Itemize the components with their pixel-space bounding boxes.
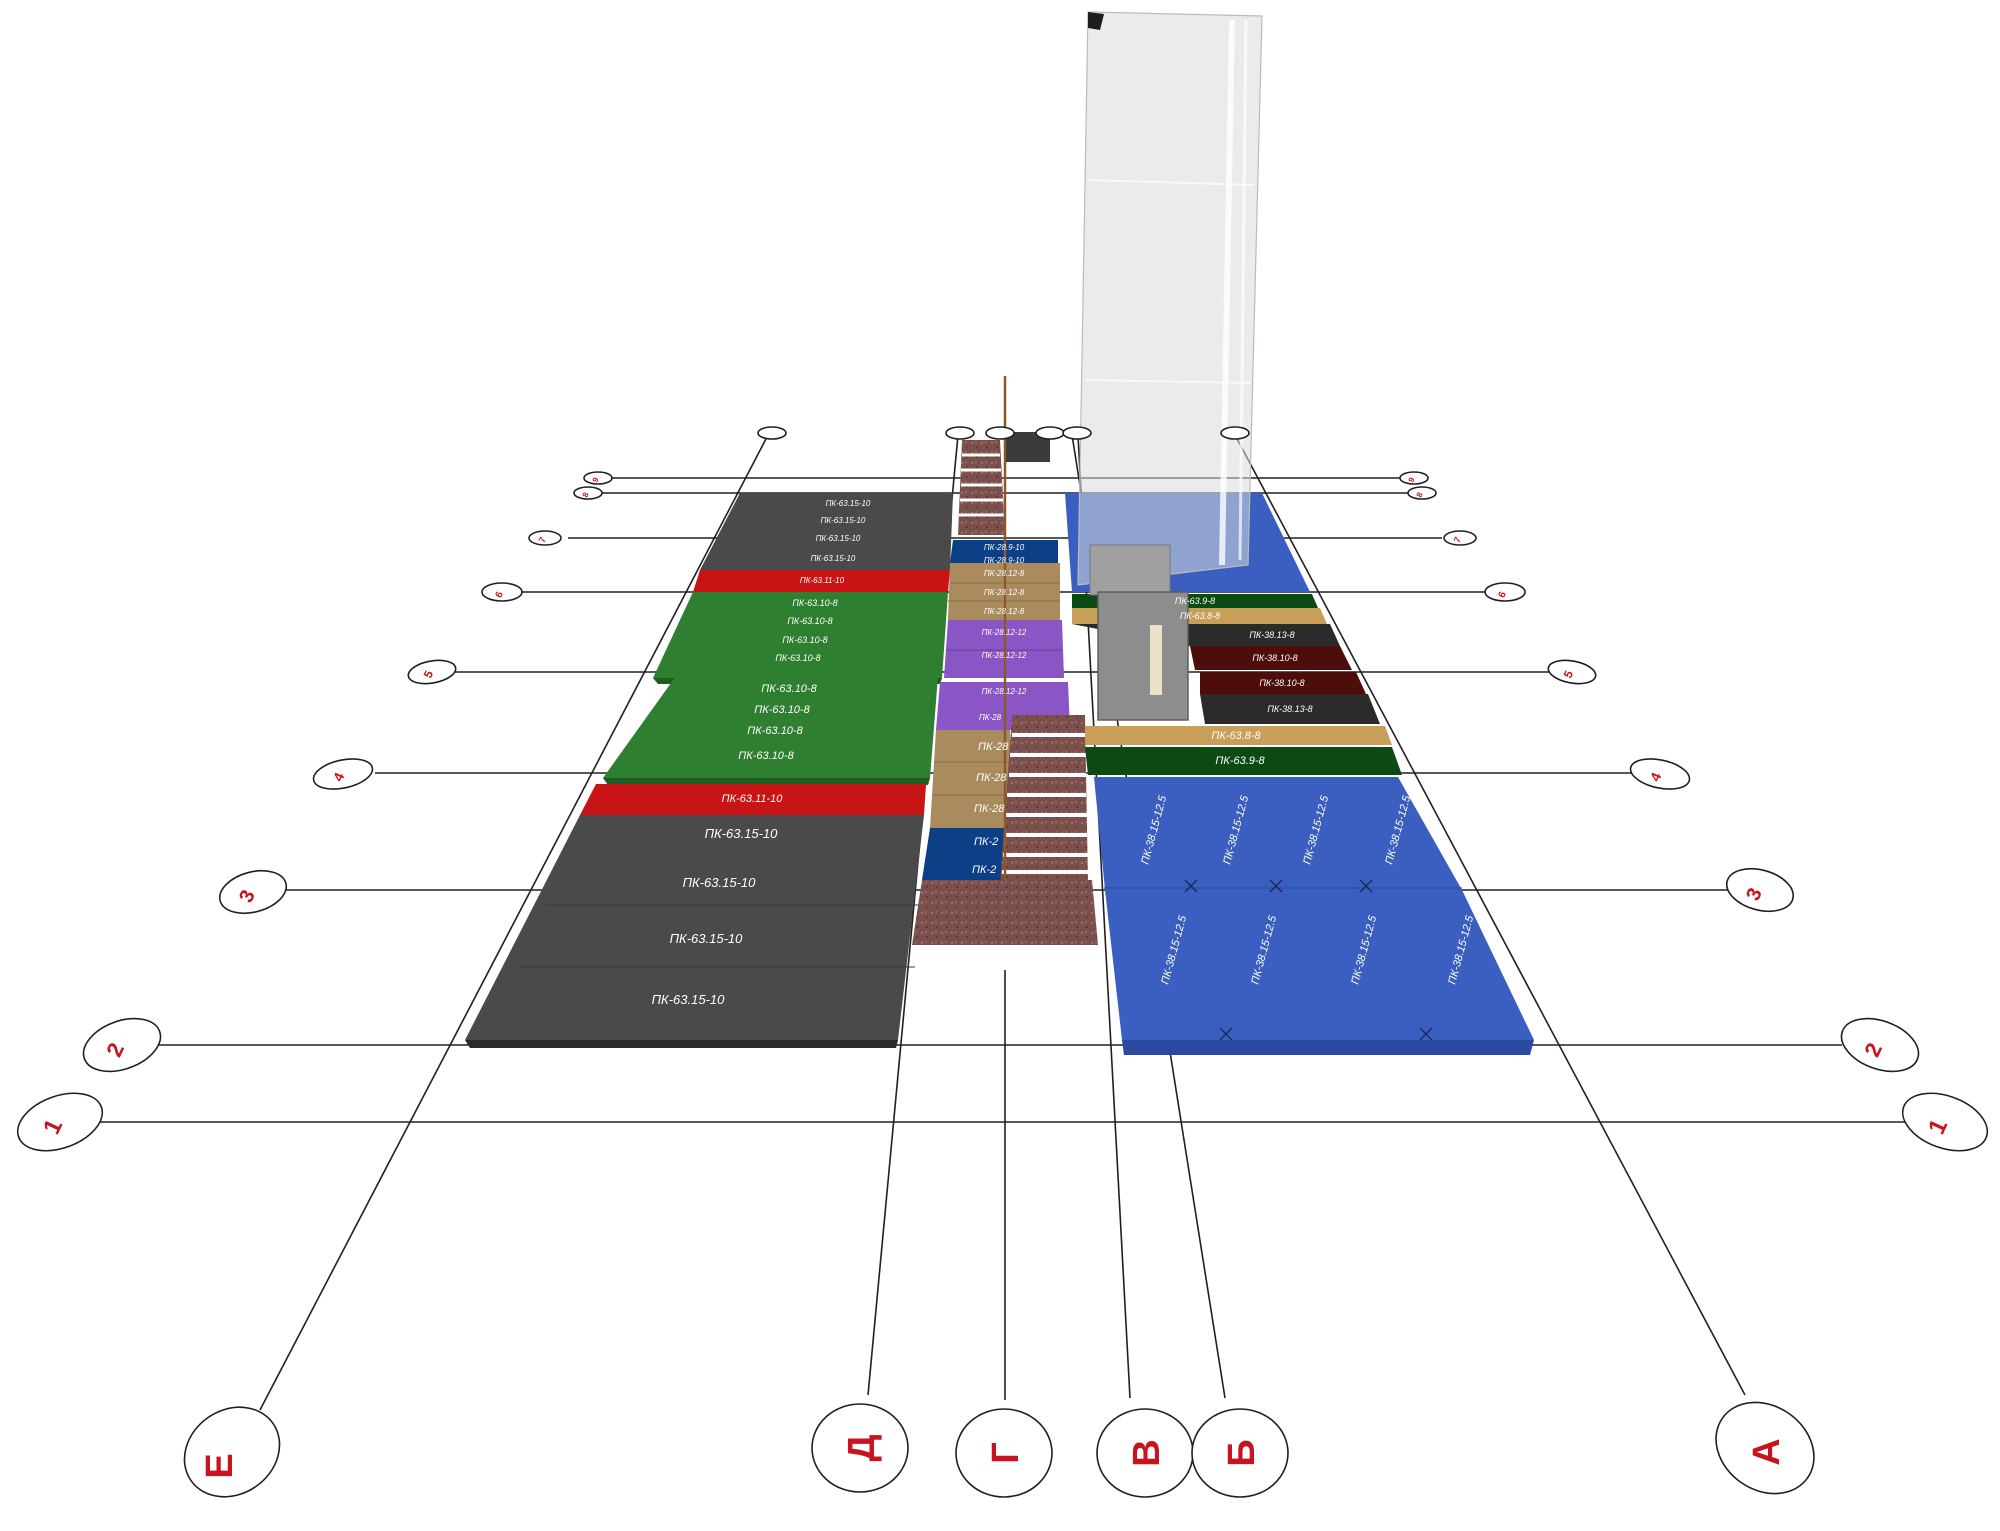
slab-label: ПК-63.10-8 <box>747 725 803 737</box>
svg-text:Е: Е <box>199 1453 241 1478</box>
slab-label: ПК-63.15-10 <box>652 992 726 1007</box>
slab-label: ПК-63.15-10 <box>705 826 779 841</box>
svg-text:В: В <box>1126 1439 1168 1466</box>
slab-label: ПК-28.12-12 <box>982 628 1027 637</box>
svg-text:8: 8 <box>581 491 591 499</box>
slab-label: ПК-63.15-10 <box>821 516 866 525</box>
slab-label: ПК-63.15-10 <box>683 875 757 890</box>
axis-marker-2-right: 2 <box>1840 1017 1920 1073</box>
elevator-cabin-top <box>1089 544 1171 596</box>
axis-marker-A: А <box>1715 1401 1815 1495</box>
slab-label: ПК-63.15-10 <box>816 534 861 543</box>
slab-label: ПК-28.12-8 <box>984 588 1025 597</box>
elevator-shaft <box>1077 11 1263 721</box>
slab-label: ПК-28 <box>976 772 1007 784</box>
slab-label: ПК-63.11-10 <box>722 793 784 805</box>
slab-label: ПК-28 <box>978 741 1009 753</box>
axis-marker-6-right: 6 <box>1484 582 1526 602</box>
left-slab-block <box>465 493 953 1048</box>
svg-text:7: 7 <box>1452 535 1463 544</box>
right-slab-block <box>1065 493 1534 1055</box>
slab-label: ПК-28 <box>979 713 1002 722</box>
slab-label: ПК-63.8-8 <box>1211 730 1261 742</box>
slab-label: ПК-2 <box>974 836 998 848</box>
slab-label: ПК-28.9-10 <box>984 556 1025 565</box>
slab-label: ПК-28.12-12 <box>982 687 1027 696</box>
slab-label: ПК-63.10-8 <box>792 598 837 608</box>
slab-left-bottom-gray <box>465 815 924 1040</box>
axis-marker-2-left: 2 <box>82 1017 162 1073</box>
svg-text:Д: Д <box>841 1434 883 1461</box>
axis-marker-D: Д <box>811 1403 909 1493</box>
middle-slab-block <box>912 376 1098 945</box>
axis-marker-7-left: 7 <box>528 530 562 546</box>
svg-text:9: 9 <box>1407 476 1417 484</box>
svg-text:6: 6 <box>494 590 507 600</box>
axis-marker-9-right: 9 <box>1399 471 1429 485</box>
stair-flight-upper <box>958 440 1005 535</box>
slab-right-blue-lower <box>1105 890 1534 1040</box>
axis-marker-7-right: 7 <box>1443 530 1477 546</box>
axis-marker-5-left: 5 <box>407 659 457 685</box>
slab-label: ПК-63.10-8 <box>782 635 827 645</box>
axis-marker-8-right: 8 <box>1407 486 1437 500</box>
axis-marker-1-right: 1 <box>1901 1092 1989 1152</box>
axis-marker-8-left: 8 <box>573 486 603 500</box>
slab-right-blue-upper <box>1094 777 1462 890</box>
axis-marker-V: В <box>1096 1408 1194 1498</box>
slab-label: ПК-28.12-8 <box>984 569 1025 578</box>
axis-marker-3-left: 3 <box>218 869 288 915</box>
axis-markers: Е Д Г В Б А 1 <box>16 426 1989 1498</box>
slab-label: ПК-28.9-10 <box>984 543 1025 552</box>
slab-label: ПК-63.9-8 <box>1175 596 1215 606</box>
axis-line-E <box>259 434 769 1411</box>
svg-text:Г: Г <box>985 1442 1027 1464</box>
axis-marker-E: Е <box>183 1406 281 1498</box>
axis-marker-1-left: 1 <box>16 1092 104 1152</box>
stair-landing <box>912 880 1098 945</box>
slab-label: ПК-63.8-8 <box>1180 611 1220 621</box>
svg-text:6: 6 <box>1497 590 1510 600</box>
slab-label: ПК-28.12-8 <box>984 607 1025 616</box>
axis-marker-5-right: 5 <box>1547 659 1597 685</box>
slab-label: ПК-63.10-8 <box>738 750 794 762</box>
slab-left-top-gray <box>700 493 953 570</box>
slab-label: ПК-38.13-8 <box>1267 704 1312 714</box>
axis-marker-G: Г <box>955 1408 1053 1498</box>
svg-text:8: 8 <box>1415 491 1425 499</box>
svg-text:А: А <box>1746 1438 1788 1465</box>
svg-text:Б: Б <box>1221 1439 1263 1466</box>
slab-label: ПК-63.9-8 <box>1215 755 1265 767</box>
slab-label: ПК-63.10-8 <box>754 704 810 716</box>
axis-marker-4-left: 4 <box>312 758 374 790</box>
axis-marker-6-left: 6 <box>481 582 523 602</box>
slab-left-red-upper <box>693 570 950 592</box>
slab-label: ПК-28.12-12 <box>982 651 1027 660</box>
slab-label: ПК-63.15-10 <box>670 931 744 946</box>
slab-label: ПК-63.15-10 <box>811 554 856 563</box>
slab-label: ПК-63.15-10 <box>826 499 871 508</box>
slab-label: ПК-2 <box>972 864 996 876</box>
slab-label: ПК-38.13-8 <box>1249 630 1294 640</box>
slab-left-red-lower <box>580 784 926 815</box>
slab-label: ПК-63.10-8 <box>775 653 820 663</box>
axis-marker-3-right: 3 <box>1725 867 1795 913</box>
slab-label: ПК-63.11-10 <box>800 576 845 585</box>
slab-label: ПК-38.10-8 <box>1252 653 1297 663</box>
axis-marker-B: Б <box>1191 1408 1289 1498</box>
stair-flight-lower <box>1000 715 1088 885</box>
svg-text:7: 7 <box>537 535 548 544</box>
axis-marker-9-left: 9 <box>583 471 613 485</box>
slab-label: ПК-28 <box>974 803 1005 815</box>
slab-label: ПК-38.10-8 <box>1259 678 1304 688</box>
elevator-cabin <box>1097 591 1189 721</box>
axis-marker-4-right: 4 <box>1629 758 1691 790</box>
slab-label: ПК-63.10-8 <box>787 616 832 626</box>
axis-line-A <box>1234 434 1746 1396</box>
slab-label: ПК-63.10-8 <box>761 683 817 695</box>
svg-text:9: 9 <box>591 476 601 484</box>
